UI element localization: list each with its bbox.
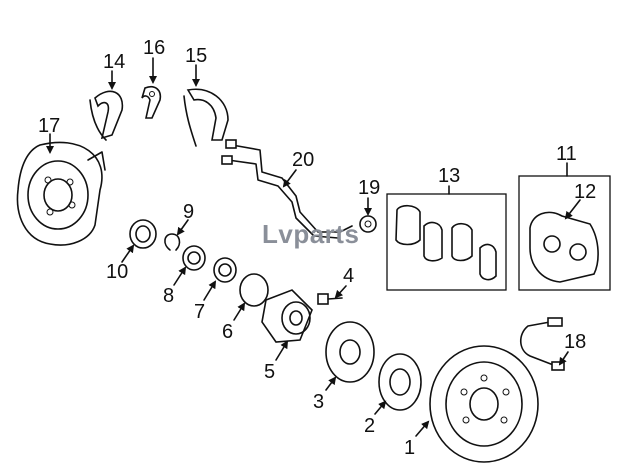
part-5-hub[interactable] xyxy=(261,289,313,343)
callout-3: 3 xyxy=(313,391,324,413)
watermark-text: Lvparts xyxy=(262,219,359,249)
callout-1: 1 xyxy=(404,437,415,459)
part-17-backing-plate[interactable] xyxy=(16,141,106,246)
part-13-pad-kit-box[interactable] xyxy=(386,193,507,291)
callout-15: 15 xyxy=(185,45,207,67)
callout-19: 19 xyxy=(358,177,380,199)
part-6-ring[interactable] xyxy=(239,273,269,307)
part-8-bearing[interactable] xyxy=(182,245,206,271)
callout-6: 6 xyxy=(222,321,233,343)
part-16-adjuster[interactable] xyxy=(141,85,162,119)
callout-5: 5 xyxy=(264,361,275,383)
callout-2: 2 xyxy=(364,415,375,437)
callout-11: 11 xyxy=(556,143,577,165)
callout-8: 8 xyxy=(163,285,174,307)
callout-4: 4 xyxy=(343,265,354,287)
leader-lines xyxy=(46,57,581,437)
part-18-hose[interactable] xyxy=(519,317,565,371)
callout-10: 10 xyxy=(106,261,128,283)
part-3-shield[interactable] xyxy=(325,321,375,383)
part-14-brake-shoe[interactable] xyxy=(89,90,124,141)
part-9-snap-ring[interactable] xyxy=(164,233,181,251)
callout-20: 20 xyxy=(292,149,314,171)
callout-9: 9 xyxy=(183,201,194,223)
callout-18: 18 xyxy=(564,331,586,353)
callout-7: 7 xyxy=(194,301,205,323)
callout-14: 14 xyxy=(103,51,125,73)
part-20-abs-sensor-wire[interactable] xyxy=(221,139,353,239)
part-15-brake-shoe[interactable] xyxy=(183,88,229,147)
callout-12: 12 xyxy=(574,181,596,203)
part-7-bearing[interactable] xyxy=(213,257,237,283)
part-2-shield[interactable] xyxy=(378,353,422,411)
callout-numbers: 14 16 15 17 20 19 13 11 12 9 10 8 7 6 4 … xyxy=(38,37,596,459)
callout-16: 16 xyxy=(143,37,165,59)
part-10-seal[interactable] xyxy=(129,219,157,249)
part-1-rotor[interactable] xyxy=(429,345,539,463)
part-11-caliper-box[interactable] xyxy=(518,175,611,291)
callout-13: 13 xyxy=(438,165,460,187)
part-19-sensor[interactable] xyxy=(359,215,377,233)
callout-17: 17 xyxy=(38,115,60,137)
